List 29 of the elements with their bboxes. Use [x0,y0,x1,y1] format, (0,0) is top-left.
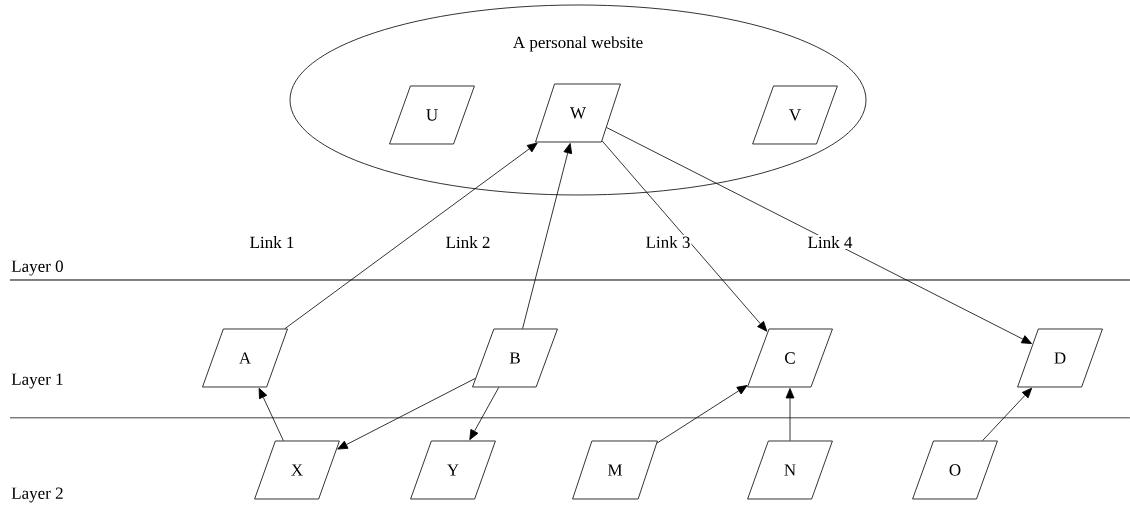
page-parallelogram: X [254,440,340,500]
arrow [258,387,284,441]
link-label: Link 1 [248,235,296,249]
page-parallelogram: Y [410,440,496,500]
page-parallelogram: C [747,328,833,388]
layer-label: Layer 2 [10,486,65,504]
page-parallelogram: A [202,328,288,388]
link-label: Link 3 [644,235,692,249]
page-parallelogram: W [535,83,621,143]
arrow [469,387,500,441]
arrow [785,388,795,441]
page-parallelogram: U [389,85,475,145]
page-parallelogram: B [472,328,558,388]
arrow [982,387,1033,441]
page-parallelogram: D [1017,328,1103,388]
layer-label: Layer 1 [10,372,65,390]
arrow [656,385,748,444]
page-parallelogram: N [747,440,833,500]
arrow [606,127,1032,344]
arrow [284,142,538,329]
arrow [522,143,573,329]
arrow [601,140,768,332]
link-label: Link 4 [806,235,854,249]
page-parallelogram: O [912,440,998,500]
page-parallelogram: V [752,85,838,145]
arrow [337,378,476,450]
layer-label: Layer 0 [10,259,65,277]
page-parallelogram: M [572,440,658,500]
link-label: Link 2 [444,235,492,249]
